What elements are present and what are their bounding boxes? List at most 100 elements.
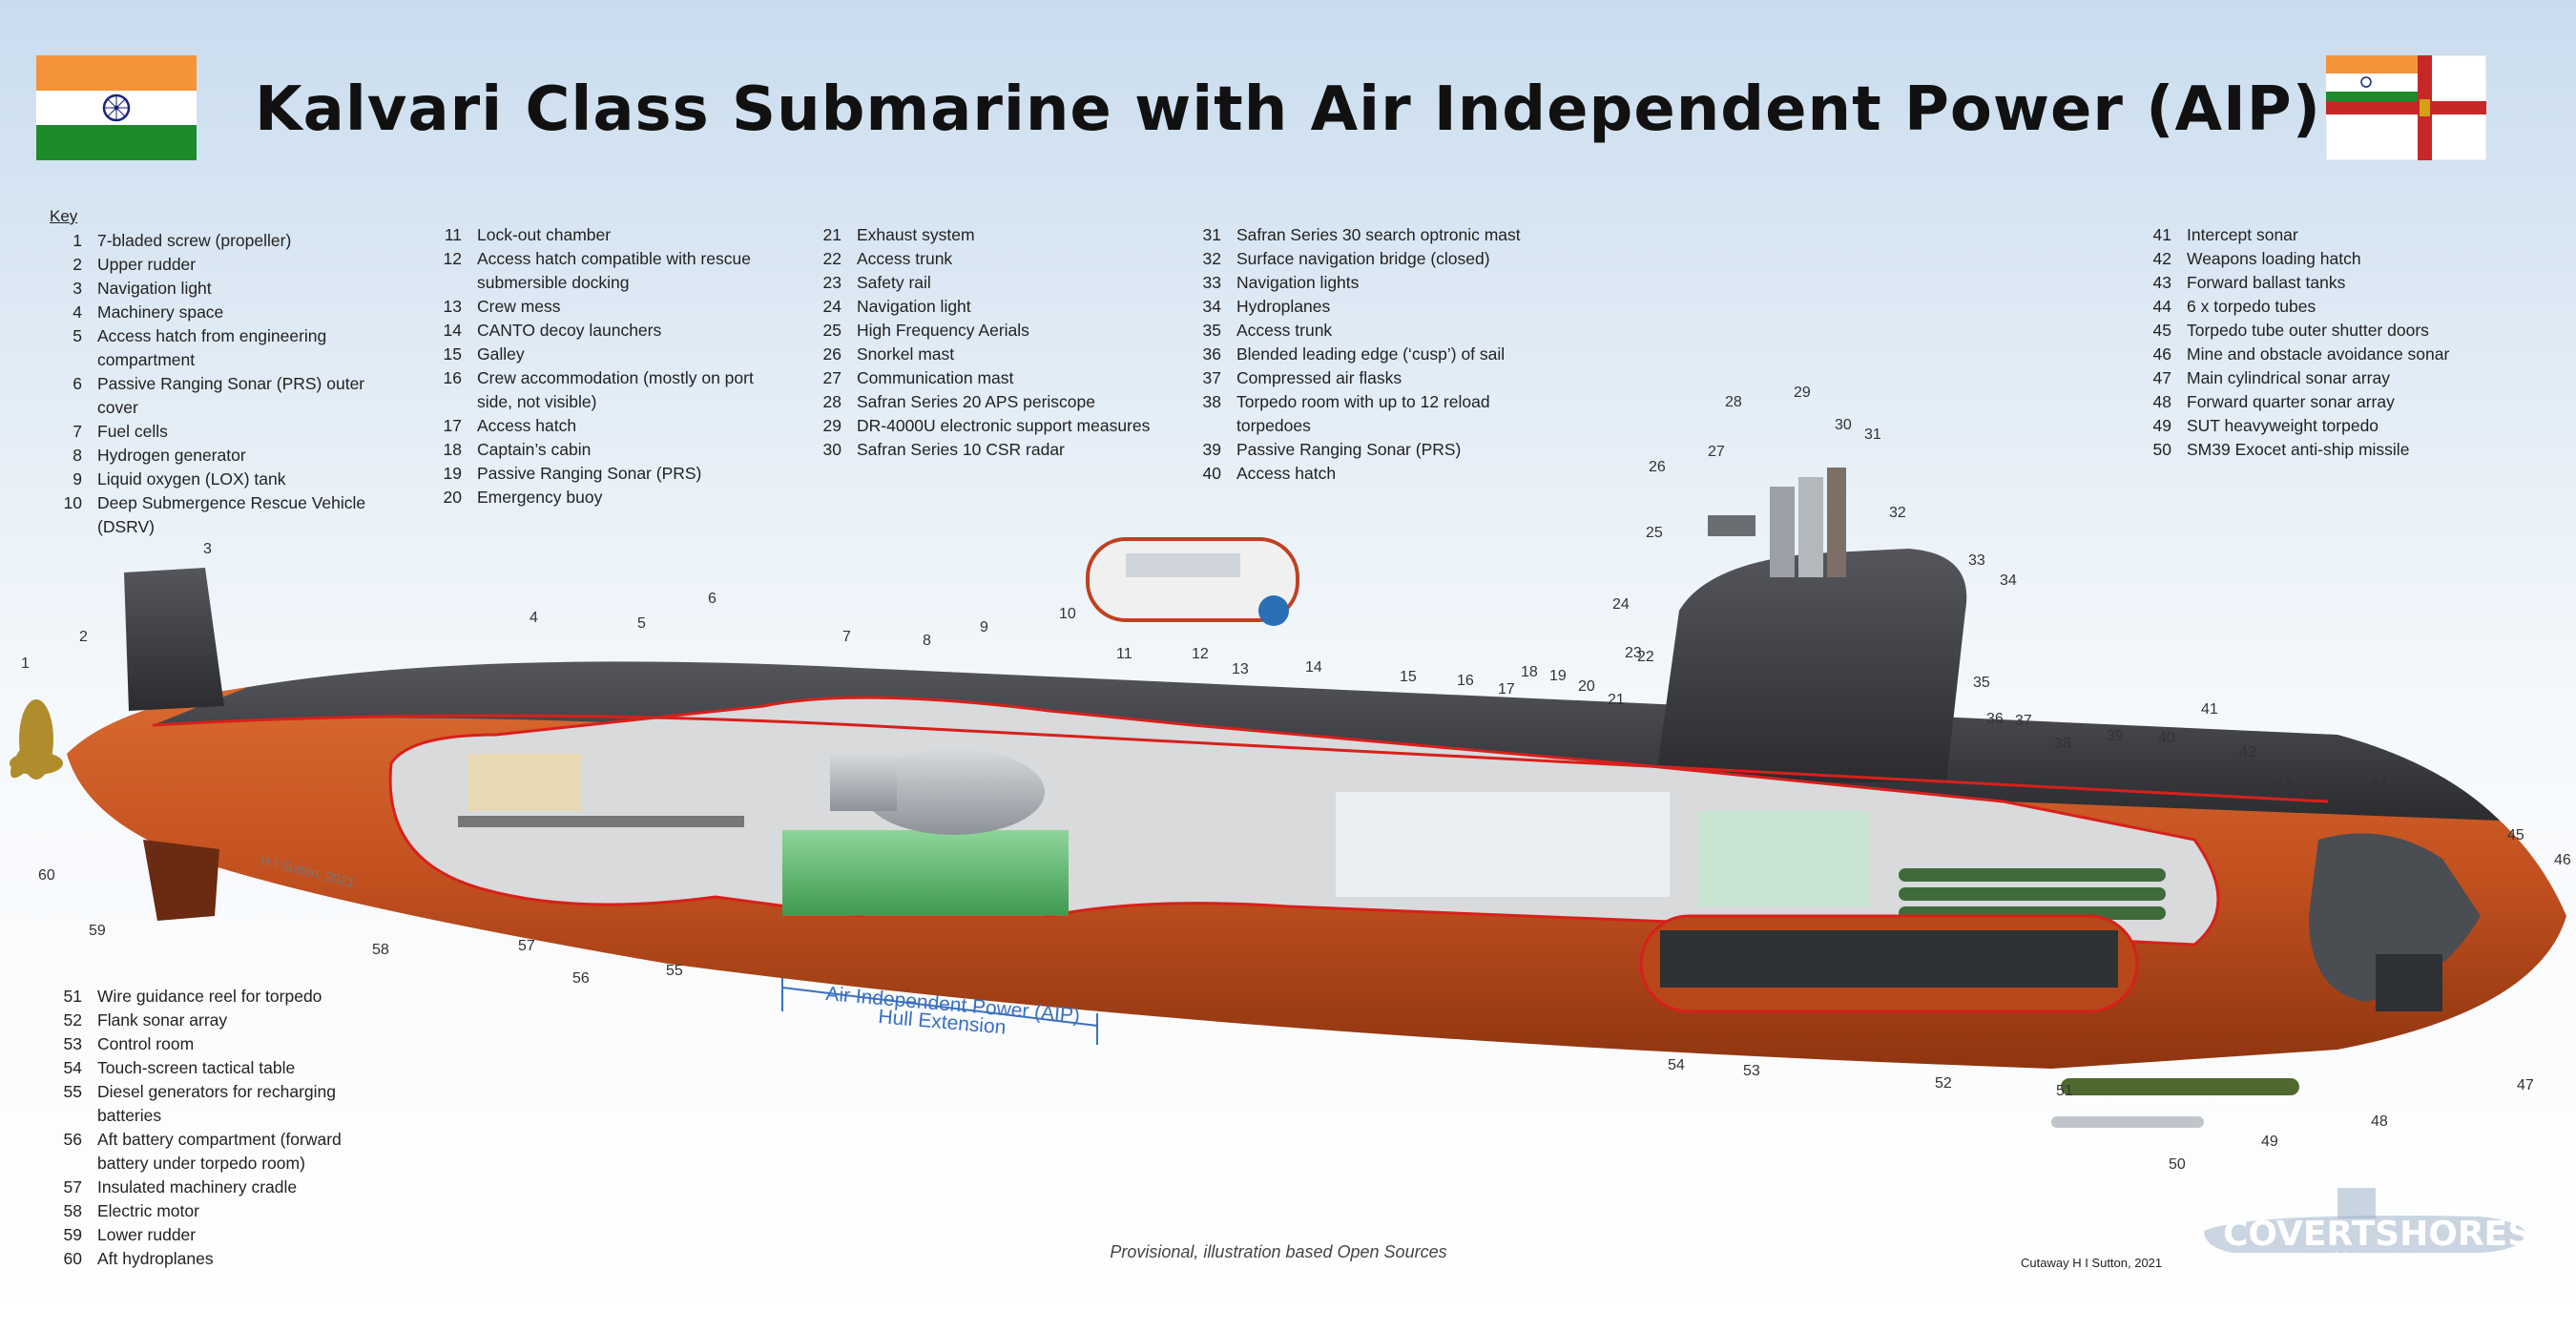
svg-text:18: 18 bbox=[1521, 664, 1538, 680]
svg-text:51: 51 bbox=[2056, 1083, 2073, 1099]
propeller bbox=[10, 699, 63, 780]
svg-text:36: 36 bbox=[1986, 711, 2004, 727]
svg-text:47: 47 bbox=[2517, 1077, 2534, 1093]
svg-text:16: 16 bbox=[1457, 673, 1474, 689]
svg-text:21: 21 bbox=[1608, 692, 1625, 708]
watermark-text: COVERTSHORES bbox=[2223, 1215, 2532, 1254]
cylindrical-sonar-array bbox=[2376, 954, 2442, 1011]
watermark-url: www.hisutton.com bbox=[2299, 1251, 2422, 1266]
masts bbox=[1708, 468, 1846, 577]
svg-text:25: 25 bbox=[1646, 525, 1663, 541]
svg-text:53: 53 bbox=[1743, 1063, 1760, 1079]
svg-text:54: 54 bbox=[1668, 1057, 1685, 1073]
svg-text:56: 56 bbox=[572, 970, 590, 987]
svg-text:17: 17 bbox=[1498, 681, 1515, 697]
svg-text:49: 49 bbox=[2261, 1134, 2278, 1150]
svg-text:7: 7 bbox=[842, 629, 851, 645]
watermark-submarine-icon: COVERTSHORES www.hisutton.com bbox=[2204, 1188, 2532, 1266]
svg-text:28: 28 bbox=[1725, 394, 1742, 410]
svg-text:58: 58 bbox=[372, 942, 389, 958]
svg-text:1: 1 bbox=[21, 656, 30, 672]
svg-text:13: 13 bbox=[1232, 661, 1249, 677]
svg-text:2: 2 bbox=[79, 629, 88, 645]
callout-numbers: 1 2 3 4 5 6 7 8 9 10 11 12 13 14 15 16 1… bbox=[21, 385, 2571, 1173]
svg-text:27: 27 bbox=[1708, 444, 1725, 460]
svg-text:31: 31 bbox=[1864, 427, 1881, 443]
svg-text:24: 24 bbox=[1612, 596, 1630, 613]
svg-text:55: 55 bbox=[666, 963, 683, 979]
svg-text:22: 22 bbox=[1637, 649, 1654, 665]
svg-text:12: 12 bbox=[1192, 646, 1209, 662]
svg-text:35: 35 bbox=[1973, 675, 1990, 691]
battery-cells bbox=[1660, 930, 2118, 988]
aip-tanks bbox=[830, 749, 1045, 835]
svg-text:43: 43 bbox=[2275, 776, 2293, 792]
svg-text:37: 37 bbox=[2015, 713, 2032, 729]
svg-text:10: 10 bbox=[1059, 606, 1076, 622]
svg-text:59: 59 bbox=[89, 923, 106, 939]
lower-rudder bbox=[143, 840, 219, 921]
svg-text:26: 26 bbox=[1649, 459, 1666, 475]
svg-text:60: 60 bbox=[38, 867, 55, 884]
svg-text:57: 57 bbox=[518, 938, 535, 954]
svg-text:41: 41 bbox=[2201, 701, 2218, 718]
svg-text:6: 6 bbox=[708, 591, 717, 607]
svg-text:9: 9 bbox=[980, 619, 988, 635]
svg-text:50: 50 bbox=[2169, 1156, 2186, 1173]
sail bbox=[1655, 549, 1967, 782]
upper-rudder bbox=[124, 568, 224, 711]
svg-text:15: 15 bbox=[1400, 669, 1417, 685]
torpedo-reloads bbox=[1899, 868, 2166, 920]
footer-note: Provisional, illustration based Open Sou… bbox=[1110, 1242, 1447, 1261]
svg-text:20: 20 bbox=[1578, 678, 1595, 695]
svg-text:32: 32 bbox=[1889, 505, 1906, 521]
india-flag-icon bbox=[36, 55, 197, 160]
naval-ensign-icon bbox=[2326, 55, 2486, 160]
svg-text:14: 14 bbox=[1305, 659, 1322, 676]
